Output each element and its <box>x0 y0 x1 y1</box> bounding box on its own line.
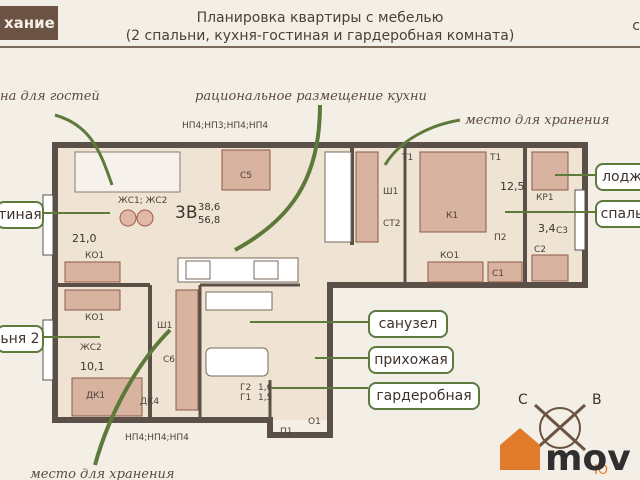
page-title: Планировка квартиры с мебелью <box>196 10 444 26</box>
bathtub <box>205 347 269 377</box>
label-v15: 1,5 <box>258 393 272 403</box>
label-v16: 1,6 <box>258 383 273 393</box>
window-loggia <box>574 189 586 251</box>
compass-s: Ю <box>594 463 608 478</box>
loggia-chair <box>531 151 569 191</box>
annotation-storage-bottom: место для хранения <box>30 467 175 480</box>
lamp-2 <box>136 209 154 227</box>
sofa <box>74 151 181 193</box>
callout-bedroom: спаль <box>595 200 640 228</box>
header-right-fragment: с <box>632 18 640 34</box>
callout-bathroom: санузел <box>368 310 448 338</box>
label-dk4: ДК4 <box>140 397 159 407</box>
label-ko1-b: КО1 <box>85 313 104 323</box>
label-p1: П1 <box>280 427 293 437</box>
kitchen-counter <box>177 257 299 283</box>
label-t1-b: Т1 <box>489 153 501 163</box>
label-g1: Г1 <box>240 393 251 403</box>
callout-living: тиная <box>0 201 44 229</box>
window-living <box>42 194 54 256</box>
area-1: 38,6 <box>198 202 220 213</box>
compass-n: С <box>518 392 528 408</box>
dresser-ko1-a <box>64 261 121 283</box>
label-sh1-a: Ш1 <box>157 321 172 331</box>
label-dk1: ДК1 <box>86 391 105 401</box>
label-zh-c2: ЖС2 <box>80 343 102 353</box>
area-2: 56,8 <box>198 215 220 226</box>
label-c3: С3 <box>556 226 568 236</box>
annotation-kitchen: рациональное размещение кухни <box>195 89 427 104</box>
lamp-1 <box>119 209 137 227</box>
watermark-house-icon <box>500 428 540 470</box>
top-code: НП4;НП3;НП4;НП4 <box>182 121 268 131</box>
label-sh1-b: Ш1 <box>383 187 398 197</box>
label-t1-a: Т1 <box>401 153 413 163</box>
label-kp1: КР1 <box>536 193 554 203</box>
label-o1: О1 <box>308 417 321 427</box>
label-ko1-c: КО1 <box>440 251 459 261</box>
stove <box>253 260 279 280</box>
callout-bedroom2: ьня 2 <box>0 325 44 353</box>
annotation-storage-top: место для хранения <box>465 113 610 128</box>
label-ct2: СТ2 <box>383 219 401 229</box>
compass-e: В <box>592 392 602 408</box>
dining-table <box>221 149 271 191</box>
header: хание Планировка квартиры с мебелью (2 с… <box>0 0 640 48</box>
dresser-ko1-b <box>64 289 121 311</box>
label-c2: С2 <box>534 245 546 255</box>
callout-hallway: прихожая <box>368 346 454 374</box>
window-bedroom2 <box>42 319 54 381</box>
cabinet-c1 <box>487 261 523 283</box>
arrow-storage-bottom <box>93 328 172 466</box>
label-p2: П2 <box>494 233 507 243</box>
bathroom-sinks <box>205 291 273 311</box>
kitchen-cabinet <box>324 151 352 243</box>
compass: С В Ю <box>518 392 608 478</box>
arrow-guests <box>54 113 114 186</box>
callout-wardrobe: гардеробная <box>368 382 480 410</box>
label-c6: С6 <box>163 355 175 365</box>
label-c1: С1 <box>492 269 504 279</box>
label-c5: С5 <box>240 171 252 181</box>
loggia-area: 3,4 <box>538 222 556 235</box>
bedroom-area: 12,5 <box>500 180 525 193</box>
living-area: 21,0 <box>72 232 97 245</box>
annotation-guests: на для гостей <box>0 89 100 104</box>
label-k1: К1 <box>446 211 458 221</box>
page-subtitle: (2 спальни, кухня-гостиная и гардеробная… <box>125 28 515 44</box>
label-g2: Г2 <box>240 383 251 393</box>
wardrobe-sh1-b <box>175 289 199 411</box>
watermark: mov <box>545 438 631 479</box>
arrow-kitchen <box>234 104 322 252</box>
bottom-code: НП4;НП4;НП4 <box>125 433 189 443</box>
dresser-ko1-c <box>427 261 484 283</box>
bedroom2-area: 10,1 <box>80 360 105 373</box>
wardrobe-sh1 <box>355 151 379 243</box>
label-ko1-a: КО1 <box>85 251 104 261</box>
label-zh-c1c2: ЖС1; ЖС2 <box>118 196 167 206</box>
loggia-table <box>531 254 569 282</box>
apt-type: 3В <box>175 203 197 223</box>
brand-logo: хание <box>0 6 58 40</box>
arrow-storage-top <box>383 118 461 166</box>
callout-loggia: лодж <box>595 163 640 191</box>
sink <box>185 260 211 280</box>
bed <box>419 151 487 233</box>
